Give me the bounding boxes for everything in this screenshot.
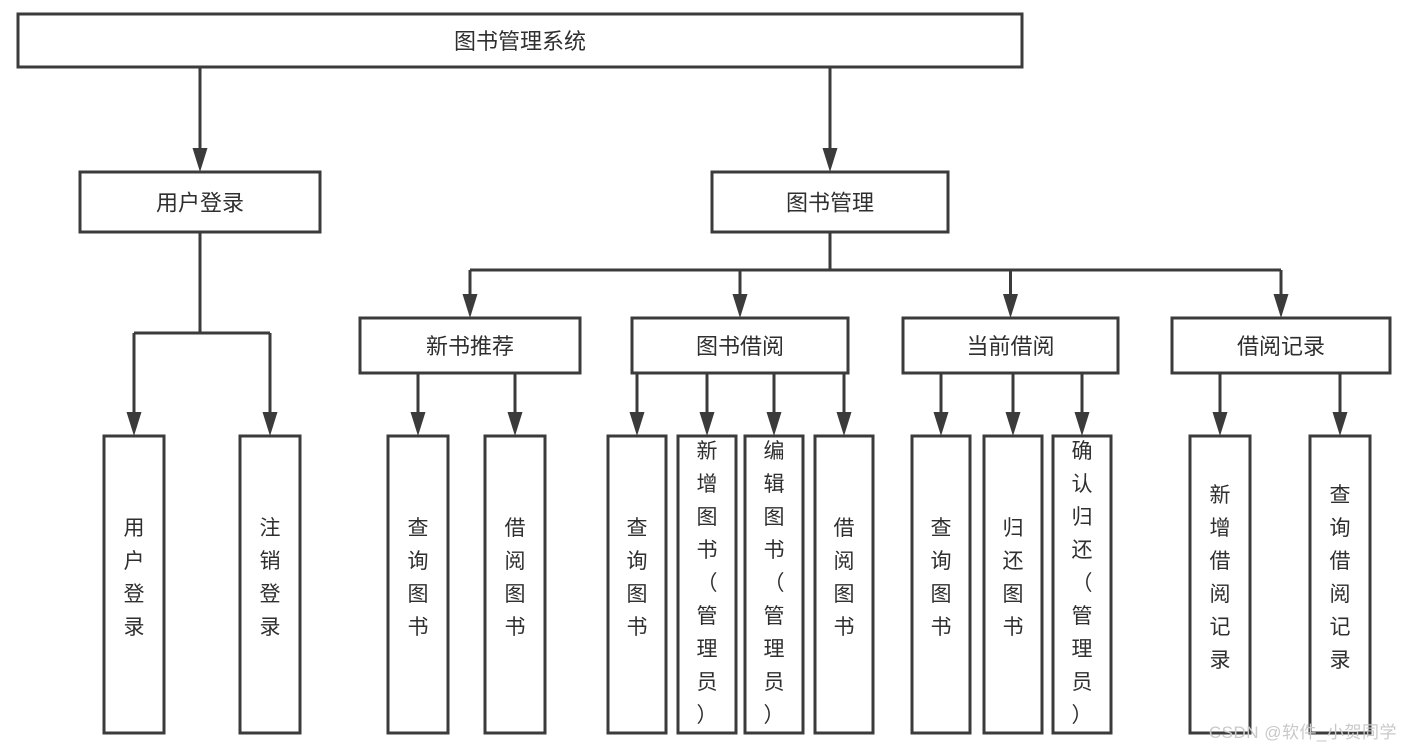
arrow-head (1003, 294, 1018, 318)
edge-group-user-login (126, 232, 278, 436)
node-leaf-return-book[interactable]: 归还图书 (982, 434, 1044, 735)
node-leaf-borrow-book-1[interactable]: 借阅图书 (483, 434, 547, 735)
node-box-book-manage (710, 170, 950, 234)
node-leaf-edit-book[interactable]: 编辑图书（管理员） (743, 434, 805, 735)
node-label-new-book-recommend: 新书推荐 (426, 334, 514, 359)
edge-group-current-borrow (933, 371, 1090, 436)
node-box-leaf-borrow-book-2 (813, 434, 875, 735)
node-label-leaf-query-book-1: 查询图书 (408, 517, 429, 639)
arrow-head (629, 412, 645, 436)
node-leaf-query-borrow-record[interactable]: 查询借阅记录 (1308, 434, 1372, 735)
node-box-root (16, 12, 1024, 69)
node-box-leaf-query-book-2 (606, 434, 668, 735)
arrow-head (822, 148, 838, 172)
arrow-head (766, 412, 782, 436)
arrow-head (933, 412, 949, 436)
arrow-head (126, 412, 142, 436)
arrow-head (1332, 412, 1348, 436)
node-leaf-query-book-2[interactable]: 查询图书 (606, 434, 668, 735)
nodes-layer: 图书管理系统用户登录图书管理新书推荐图书借阅当前借阅借阅记录用户登录注销登录查询… (16, 12, 1392, 735)
arrow-head (699, 412, 715, 436)
arrow-head (836, 412, 852, 436)
node-box-leaf-confirm-return (1051, 434, 1113, 735)
node-leaf-confirm-return[interactable]: 确认归还（管理员） (1051, 434, 1113, 735)
connectors-layer (126, 33, 1348, 436)
node-leaf-logout-login[interactable]: 注销登录 (238, 434, 302, 735)
node-box-book-borrow (630, 316, 850, 375)
arrow-head (732, 294, 748, 318)
node-label-leaf-query-book-2: 查询图书 (627, 517, 648, 639)
arrow-head (410, 412, 426, 436)
node-box-leaf-query-book-1 (386, 434, 450, 735)
node-leaf-user-login[interactable]: 用户登录 (102, 434, 166, 735)
node-label-leaf-return-book: 归还图书 (1003, 517, 1024, 639)
arrow-head (262, 412, 278, 436)
node-box-leaf-user-login (102, 434, 166, 735)
node-book-manage[interactable]: 图书管理 (710, 170, 950, 234)
node-box-leaf-query-book-3 (910, 434, 972, 735)
edge-group-borrow-record (1212, 371, 1348, 436)
node-label-root: 图书管理系统 (454, 29, 586, 54)
node-box-user-login (78, 170, 322, 234)
node-label-borrow-record: 借阅记录 (1237, 334, 1325, 359)
node-label-leaf-edit-book: 编辑图书（管理员） (764, 440, 785, 727)
node-box-leaf-borrow-book-1 (483, 434, 547, 735)
node-label-leaf-query-book-3: 查询图书 (931, 517, 952, 639)
node-label-current-borrow: 当前借阅 (966, 334, 1054, 359)
arrow-head (1212, 412, 1228, 436)
node-label-leaf-logout-login: 注销登录 (260, 517, 281, 639)
node-user-login[interactable]: 用户登录 (78, 170, 322, 234)
node-label-leaf-confirm-return: 确认归还（管理员） (1072, 440, 1093, 727)
node-leaf-add-book[interactable]: 新增图书（管理员） (676, 434, 738, 735)
node-box-leaf-return-book (982, 434, 1044, 735)
node-box-leaf-query-borrow-record (1308, 434, 1372, 735)
node-box-new-book-recommend (358, 316, 582, 375)
node-label-book-manage: 图书管理 (786, 191, 874, 216)
node-current-borrow[interactable]: 当前借阅 (901, 316, 1120, 375)
node-label-leaf-add-book: 新增图书（管理员） (697, 440, 718, 727)
edge-group-book-borrow (629, 371, 852, 436)
node-label-leaf-user-login: 用户登录 (124, 517, 145, 639)
node-book-borrow[interactable]: 图书借阅 (630, 316, 850, 375)
node-label-leaf-borrow-book-1: 借阅图书 (505, 517, 526, 639)
node-leaf-query-book-1[interactable]: 查询图书 (386, 434, 450, 735)
arrow-head (1074, 412, 1090, 436)
node-box-leaf-add-book (676, 434, 738, 735)
node-box-current-borrow (901, 316, 1120, 375)
node-leaf-add-borrow-record[interactable]: 新增借阅记录 (1188, 434, 1252, 735)
arrow-head (1005, 412, 1021, 436)
edge-group-book-manage (462, 232, 1289, 318)
edge-group-new-book-recommend (410, 371, 523, 436)
node-root[interactable]: 图书管理系统 (16, 12, 1024, 69)
node-box-borrow-record (1170, 316, 1392, 375)
arrow-head (192, 148, 208, 172)
node-label-leaf-add-borrow-record: 新增借阅记录 (1210, 484, 1231, 672)
node-label-book-borrow: 图书借阅 (696, 334, 784, 359)
node-box-leaf-logout-login (238, 434, 302, 735)
node-box-leaf-add-borrow-record (1188, 434, 1252, 735)
arrow-head (1273, 294, 1289, 318)
node-new-book-recommend[interactable]: 新书推荐 (358, 316, 582, 375)
arrow-head (507, 412, 523, 436)
node-borrow-record[interactable]: 借阅记录 (1170, 316, 1392, 375)
node-leaf-borrow-book-2[interactable]: 借阅图书 (813, 434, 875, 735)
node-box-leaf-edit-book (743, 434, 805, 735)
node-label-leaf-query-borrow-record: 查询借阅记录 (1330, 484, 1351, 672)
node-label-user-login: 用户登录 (156, 191, 244, 216)
node-leaf-query-book-3[interactable]: 查询图书 (910, 434, 972, 735)
node-label-leaf-borrow-book-2: 借阅图书 (834, 517, 855, 639)
arrow-head (462, 294, 478, 318)
